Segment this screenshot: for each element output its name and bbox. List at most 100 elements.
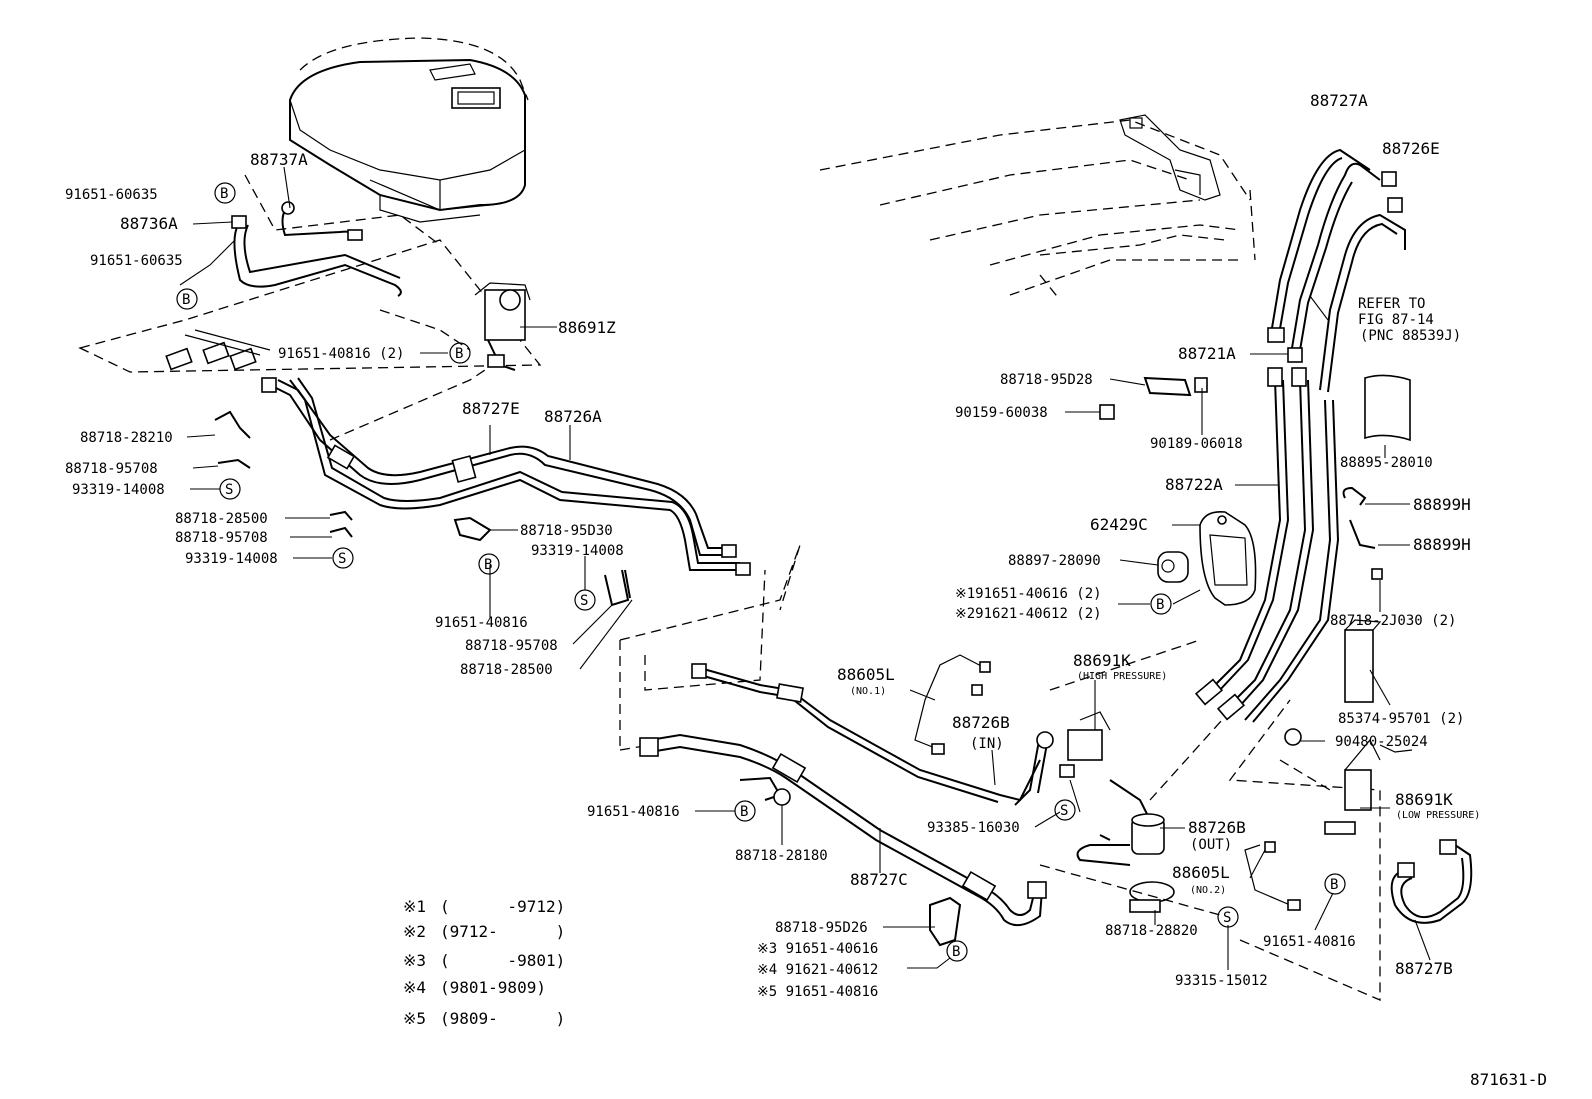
label-91651-40816: 91651-40816	[1263, 934, 1356, 950]
label-88691K-low-sub: (LOW PRESSURE)	[1396, 810, 1480, 821]
label-88721A: 88721A	[1178, 344, 1236, 363]
marker-b: B	[478, 553, 500, 575]
legend-row: ※4 (9801-9809)	[403, 978, 546, 997]
ac-unit-housing	[289, 37, 529, 223]
label-88727C: 88727C	[850, 870, 908, 889]
marker-b: B	[946, 940, 968, 962]
label-93319-14008: 93319-14008	[185, 551, 278, 567]
label-90189-06018: 90189-06018	[1150, 436, 1243, 452]
clamp-88718-28180	[739, 776, 791, 806]
label-88727A: 88727A	[1310, 91, 1368, 110]
svg-text:S: S	[1223, 910, 1231, 926]
leader-lines	[179, 166, 1431, 970]
label-n5-91651-40816: ※5 91651-40816	[757, 984, 878, 1000]
label-88737A: 88737A	[250, 150, 308, 169]
svg-text:※2: ※2	[403, 922, 426, 941]
label-93315-15012: 93315-15012	[1175, 973, 1268, 989]
svg-text:※4: ※4	[403, 978, 426, 997]
label-90480-25024: 90480-25024	[1335, 734, 1428, 750]
label-85374-95701: 85374-95701 (2)	[1338, 711, 1464, 727]
grommet-88897-28090	[1157, 551, 1189, 583]
svg-text:( -9801): ( -9801)	[440, 951, 565, 970]
part-labels: 88737A 91651-60635 88736A 91651-60635 88…	[65, 91, 1480, 1000]
refer-note-line2: FIG 87-14	[1358, 312, 1434, 328]
legend: ※1 ( -9712) ※2 (9712- ) ※3 ( -9801) ※4 (…	[403, 897, 565, 1028]
fittings-left	[165, 329, 271, 371]
marker-b: B	[734, 800, 756, 822]
svg-text:B: B	[484, 557, 492, 573]
svg-text:B: B	[740, 804, 748, 820]
label-88718-95708: 88718-95708	[465, 638, 558, 654]
label-88605L-no2-sub: (NO.2)	[1190, 885, 1226, 896]
switch-88691K-high	[1049, 639, 1201, 778]
pipe-88727C	[639, 663, 1047, 927]
label-88726B-out-sub: (OUT)	[1190, 837, 1232, 853]
label-88605L-no2: 88605L	[1172, 863, 1230, 882]
marker-b: B	[1324, 873, 1346, 895]
marker-s: S	[219, 478, 241, 500]
label-88718-28180: 88718-28180	[735, 848, 828, 864]
svg-text:B: B	[182, 292, 190, 308]
label-88718-28820: 88718-28820	[1105, 923, 1198, 939]
label-88718-95D30: 88718-95D30	[520, 523, 613, 539]
label-88605L-no1-sub: (NO.1)	[850, 686, 886, 697]
svg-text:B: B	[1156, 597, 1164, 613]
legend-row: ※2 (9712- )	[403, 922, 565, 941]
refer-note-line3: (PNC 88539J)	[1360, 328, 1461, 344]
svg-text:B: B	[220, 186, 228, 202]
label-88718-28500: 88718-28500	[460, 662, 553, 678]
svg-text:S: S	[1060, 803, 1068, 819]
markers: B B B S S B S B B S B B S	[176, 182, 1346, 962]
svg-text:※3: ※3	[403, 951, 426, 970]
marker-s: S	[574, 589, 596, 611]
label-88736A: 88736A	[120, 214, 178, 233]
label-88895-28010: 88895-28010	[1340, 455, 1433, 471]
hose-88726B-in	[1014, 734, 1041, 806]
label-88722A: 88722A	[1165, 475, 1223, 494]
marker-b: B	[176, 288, 198, 310]
label-88691K-high-sub: (HIGH PRESSURE)	[1077, 671, 1167, 682]
marker-b: B	[214, 182, 236, 204]
legend-row: ※1 ( -9712)	[403, 897, 565, 916]
block-85374-95701	[1344, 629, 1374, 703]
hose-88727B	[1390, 844, 1473, 924]
svg-text:B: B	[1330, 877, 1338, 893]
wire-88605L-no1	[914, 654, 986, 751]
lines-88727A-88722A	[1194, 148, 1406, 723]
refer-note-line1: REFER TO	[1358, 296, 1425, 312]
label-n4-91621-40612: ※4 91621-40612	[757, 962, 878, 978]
label-62429C: 62429C	[1090, 515, 1148, 534]
label-88727E: 88727E	[462, 399, 520, 418]
label-88718-95D26: 88718-95D26	[775, 920, 868, 936]
svg-text:S: S	[580, 593, 588, 609]
svg-text:S: S	[225, 482, 233, 498]
label-88605L-no1: 88605L	[837, 665, 895, 684]
label-88718-28210: 88718-28210	[80, 430, 173, 446]
pipes-88727E-88726A	[261, 377, 751, 576]
label-90159-60038: 90159-60038	[955, 405, 1048, 421]
label-88726E: 88726E	[1382, 139, 1440, 158]
label-88899H: 88899H	[1413, 495, 1471, 514]
svg-text:B: B	[952, 944, 960, 960]
svg-text:(9712- ): (9712- )	[440, 922, 565, 941]
svg-text:( -9712): ( -9712)	[440, 897, 565, 916]
label-88718-95D28: 88718-95D28	[1000, 372, 1093, 388]
clip-88899H-b	[1349, 519, 1376, 549]
label-91651-60635: 91651-60635	[65, 187, 158, 203]
legend-row: ※5 (9809- )	[403, 1009, 565, 1028]
label-88726A: 88726A	[544, 407, 602, 426]
receiver-88726B-out	[1076, 779, 1165, 866]
grommet-90480-25024	[1284, 728, 1302, 746]
insulator-88895-28010	[1364, 374, 1411, 442]
svg-text:S: S	[338, 551, 346, 567]
label-91651-40816: 91651-40816	[587, 804, 680, 820]
hose-88737A	[281, 209, 359, 239]
clip-88899H-a	[1342, 486, 1367, 506]
marker-b: B	[1150, 593, 1172, 615]
label-191651-40616: ※191651-40616 (2)	[955, 586, 1102, 602]
wire-88605L-no2	[1244, 844, 1291, 906]
marker-b: B	[449, 342, 471, 364]
marker-s: S	[332, 547, 354, 569]
bracket-62429C	[1199, 510, 1257, 606]
